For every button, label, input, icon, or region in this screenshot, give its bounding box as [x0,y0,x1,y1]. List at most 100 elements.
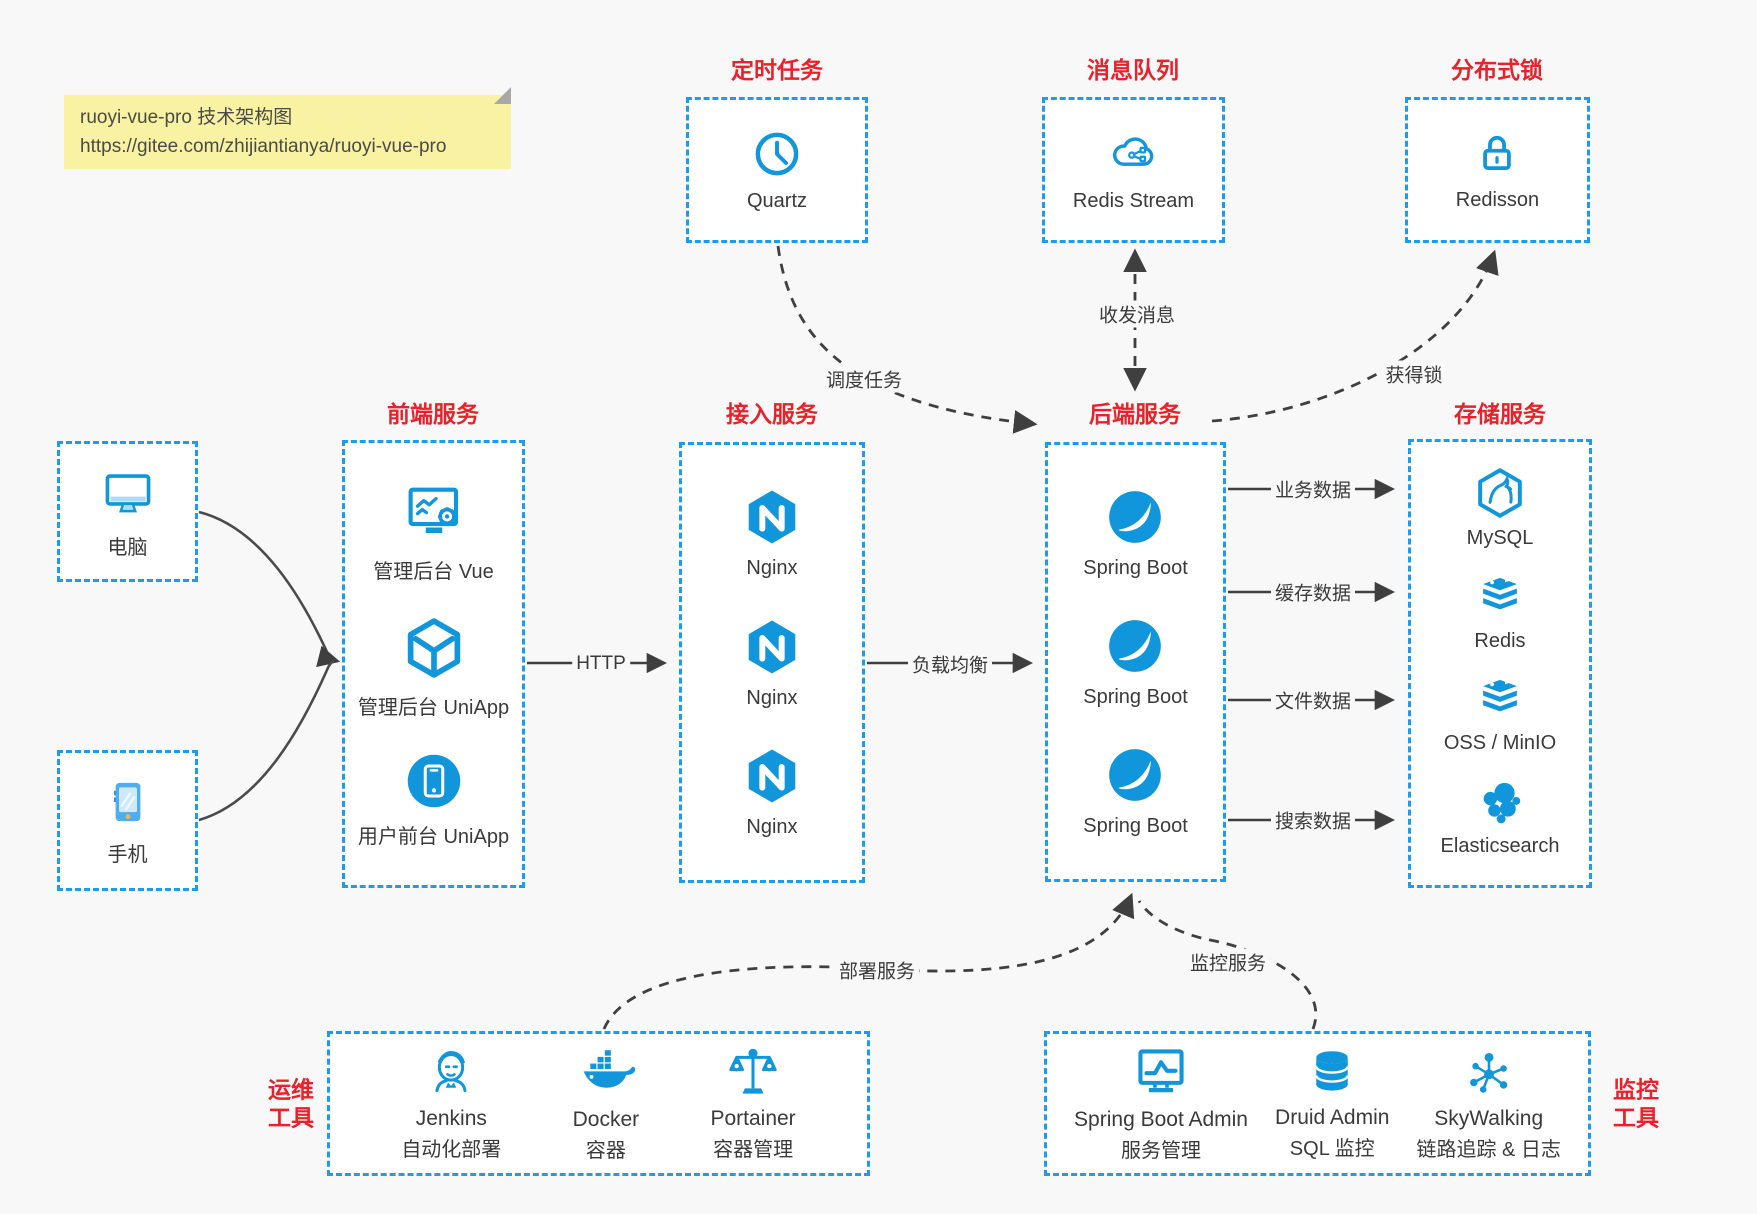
node-skywalking: SkyWalking 链路追踪 & 日志 [1416,1044,1561,1163]
node-redis-stream: Redis Stream [1073,127,1194,213]
note-title: ruoyi-vue-pro 技术架构图 [80,107,293,128]
group-box-backend: Spring Boot Spring Boot Spring Boot [1045,442,1226,882]
node-computer: 电脑 [99,464,157,560]
node-label: Nginx [746,557,798,580]
node-portainer: Portainer 容器管理 [710,1044,796,1163]
node-label: Nginx [746,686,798,709]
node-jenkins: Jenkins 自动化部署 [401,1044,501,1163]
edge-lock-dashed [1211,249,1499,423]
node-label: OSS / MinIO [1443,732,1557,755]
nginx-icon [741,745,803,807]
lock-icon [1471,128,1523,180]
cloud-network-icon [1106,127,1162,181]
node-label: 手机 [107,843,148,866]
edge-label-deploy: 部署服务 [834,956,920,984]
client-box-computer: 电脑 [57,441,198,582]
group-title-ops: 运维 工具 [268,1076,314,1130]
elasticsearch-icon [1473,775,1527,829]
edge-pc-to-frontend [198,510,341,668]
group-title-monitor: 监控 工具 [1613,1076,1659,1130]
node-user-uniapp: 用户前台 UniApp [358,751,509,849]
redis-stack-icon [1473,570,1527,624]
node-springboot-1: Spring Boot [1083,486,1188,580]
node-label: 管理后台 Vue [373,560,494,583]
node-label: 电脑 [107,536,148,559]
node-label: Quartz [746,190,808,212]
node-label: Elasticsearch [1440,834,1560,857]
node-label: Nginx [746,815,798,838]
node-admin-vue: 管理后台 Vue [373,480,494,584]
node-sublabel: 自动化部署 [401,1139,502,1162]
node-springboot-admin: Spring Boot Admin 服务管理 [1074,1043,1248,1164]
topology-icon [1461,1044,1517,1100]
group-box-lock: Redisson [1405,97,1590,243]
mysql-icon [1472,465,1528,521]
node-sublabel: 容器管理 [713,1139,794,1162]
node-quartz: Quartz [747,127,807,213]
edge-label-monitoring: 监控服务 [1185,948,1271,976]
edge-label-http: HTTP [572,653,630,675]
spring-icon [1104,486,1166,548]
node-oss-minio: OSS / MinIO [1444,672,1556,755]
edge-label-schedule: 调度任务 [821,365,907,393]
node-elasticsearch: Elasticsearch [1440,775,1560,858]
edge-label-load-balance: 负载均衡 [907,650,993,678]
group-box-monitor: Spring Boot Admin 服务管理 Druid Admin SQL 监… [1044,1031,1591,1176]
phone-circle-icon [404,751,464,811]
node-label: Spring Boot [1083,686,1188,708]
node-mysql: MySQL [1466,465,1534,550]
sticky-note: ruoyi-vue-pro 技术架构图 https://gitee.com/zh… [64,87,511,169]
node-docker: Docker 容器 [572,1043,640,1164]
node-label: Docker [572,1107,640,1131]
monitor-chart-icon [1132,1043,1190,1101]
edge-phone-to-frontend [198,659,335,822]
group-box-scheduler: Quartz [686,97,868,243]
node-label: 用户前台 UniApp [357,825,510,848]
node-sublabel: 链路追踪 & 日志 [1416,1139,1561,1162]
node-sublabel: 容器 [585,1140,626,1163]
node-label: Druid Admin [1275,1105,1390,1129]
client-box-phone: 手机 [57,750,198,891]
docker-icon [577,1043,635,1101]
node-springboot-3: Spring Boot [1083,744,1188,838]
node-redis: Redis [1473,570,1527,653]
node-label: Spring Boot [1083,557,1188,579]
group-title-scheduler: 定时任务 [731,57,823,83]
edge-schedule-dashed [776,245,1038,434]
node-admin-uniapp: 管理后台 UniApp [358,614,509,720]
group-title-mq: 消息队列 [1087,57,1179,83]
node-springboot-2: Spring Boot [1083,615,1188,709]
edge-label-biz-data: 业务数据 [1270,475,1356,503]
group-box-ops: Jenkins 自动化部署 Docker 容器 Portainer 容器管理 [327,1031,870,1176]
group-title-backend: 后端服务 [1089,401,1181,427]
admin-dashboard-icon [401,480,467,546]
node-label: Redis Stream [1072,190,1195,212]
node-label: 管理后台 UniApp [357,697,510,719]
node-label: Spring Boot [1083,815,1188,837]
edge-label-file-data: 文件数据 [1270,686,1356,714]
note-url[interactable]: https://gitee.com/zhijiantianya/ruoyi-vu… [80,135,447,157]
node-redisson: Redisson [1456,128,1539,212]
node-druid-admin: Druid Admin SQL 监控 [1275,1045,1389,1162]
node-label: SkyWalking [1434,1106,1544,1130]
portainer-icon [725,1044,781,1100]
edge-label-message: 收发消息 [1094,300,1180,328]
node-label: Spring Boot Admin [1074,1107,1248,1131]
node-label: Jenkins [415,1106,487,1130]
group-box-storage: MySQL Redis OSS / MinIO Elasticsearch [1408,439,1592,888]
edge-label-lock: 获得锁 [1381,360,1447,388]
redis-stack-icon [1473,672,1527,726]
desktop-icon [99,464,157,522]
node-phone: 手机 [101,775,155,867]
group-box-mq: Redis Stream [1042,97,1225,243]
node-label: MySQL [1466,527,1534,550]
node-nginx-3: Nginx [741,745,803,839]
group-title-lock: 分布式锁 [1451,57,1543,83]
spring-icon [1104,615,1166,677]
spring-icon [1104,744,1166,806]
edge-label-search-data: 搜索数据 [1270,806,1356,834]
node-label: Redisson [1455,189,1540,211]
nginx-icon [741,616,803,678]
node-nginx-1: Nginx [741,486,803,580]
